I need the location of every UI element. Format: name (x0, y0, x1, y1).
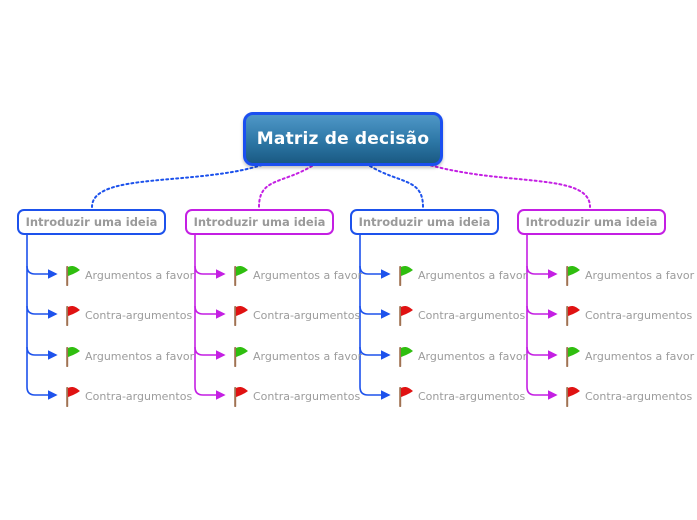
branch-node-1[interactable]: Introduzir uma ideia (17, 209, 166, 235)
branch-4-connectors (526, 235, 558, 400)
connector-root-branch-2 (258, 165, 313, 208)
leaf-item-arguments-favor[interactable]: Argumentos a favor (63, 344, 194, 368)
green-flag-icon (234, 346, 248, 367)
branch-3-connectors (359, 235, 391, 400)
leaf-item-arguments-favor[interactable]: Argumentos a favor (563, 344, 694, 368)
leaf-item-label: Argumentos a favor (85, 268, 195, 282)
leaf-item-arguments-favor[interactable]: Argumentos a favor (396, 344, 527, 368)
connector-root-branch-4 (425, 163, 591, 208)
root-node[interactable]: Matriz de decisão (243, 112, 443, 166)
connector-root-branch-3 (369, 165, 424, 208)
leaf-item-label: Contra-argumentos (253, 389, 361, 403)
red-flag-icon (234, 386, 248, 407)
leaf-item-label: Argumentos a favor (418, 349, 528, 363)
green-flag-icon (566, 346, 580, 367)
green-flag-icon (566, 265, 580, 286)
red-flag-icon (234, 305, 248, 326)
leaf-item-label: Argumentos a favor (253, 268, 363, 282)
green-flag-icon (399, 265, 413, 286)
leaf-item-arguments-favor[interactable]: Argumentos a favor (63, 263, 194, 287)
root-node-label: Matriz de decisão (256, 129, 430, 149)
leaf-item-label: Argumentos a favor (585, 268, 695, 282)
leaf-item-counter-arguments[interactable]: Contra-argumentos (63, 303, 192, 327)
green-flag-icon (66, 346, 80, 367)
leaf-item-label: Contra-argumentos (418, 308, 526, 322)
red-flag-icon (399, 305, 413, 326)
leaf-item-counter-arguments[interactable]: Contra-argumentos (563, 384, 692, 408)
leaf-item-label: Contra-argumentos (85, 308, 193, 322)
leaf-item-label: Contra-argumentos (418, 389, 526, 403)
leaf-item-label: Argumentos a favor (85, 349, 195, 363)
red-flag-icon (66, 386, 80, 407)
branch-node-label: Introduzir uma ideia (525, 215, 658, 229)
leaf-item-label: Contra-argumentos (253, 308, 361, 322)
leaf-item-arguments-favor[interactable]: Argumentos a favor (563, 263, 694, 287)
red-flag-icon (566, 386, 580, 407)
leaf-item-arguments-favor[interactable]: Argumentos a favor (231, 263, 362, 287)
connector-root-branch-1 (91, 164, 263, 208)
green-flag-icon (66, 265, 80, 286)
leaf-item-counter-arguments[interactable]: Contra-argumentos (396, 303, 525, 327)
leaf-item-label: Contra-argumentos (585, 389, 693, 403)
branch-node-label: Introduzir uma ideia (25, 215, 158, 229)
leaf-item-arguments-favor[interactable]: Argumentos a favor (396, 263, 527, 287)
branch-1-connectors (26, 235, 58, 400)
branch-2-connectors (194, 235, 226, 400)
leaf-item-counter-arguments[interactable]: Contra-argumentos (63, 384, 192, 408)
red-flag-icon (399, 386, 413, 407)
leaf-item-counter-arguments[interactable]: Contra-argumentos (396, 384, 525, 408)
leaf-item-label: Contra-argumentos (85, 389, 193, 403)
leaf-item-counter-arguments[interactable]: Contra-argumentos (563, 303, 692, 327)
branch-node-2[interactable]: Introduzir uma ideia (185, 209, 334, 235)
leaf-item-counter-arguments[interactable]: Contra-argumentos (231, 303, 360, 327)
leaf-item-label: Contra-argumentos (585, 308, 693, 322)
leaf-item-label: Argumentos a favor (418, 268, 528, 282)
leaf-item-counter-arguments[interactable]: Contra-argumentos (231, 384, 360, 408)
red-flag-icon (566, 305, 580, 326)
branch-node-3[interactable]: Introduzir uma ideia (350, 209, 499, 235)
red-flag-icon (66, 305, 80, 326)
branch-node-4[interactable]: Introduzir uma ideia (517, 209, 666, 235)
green-flag-icon (234, 265, 248, 286)
leaf-item-label: Argumentos a favor (253, 349, 363, 363)
leaf-item-arguments-favor[interactable]: Argumentos a favor (231, 344, 362, 368)
branch-node-label: Introduzir uma ideia (193, 215, 326, 229)
green-flag-icon (399, 346, 413, 367)
leaf-item-label: Argumentos a favor (585, 349, 695, 363)
branch-node-label: Introduzir uma ideia (358, 215, 491, 229)
